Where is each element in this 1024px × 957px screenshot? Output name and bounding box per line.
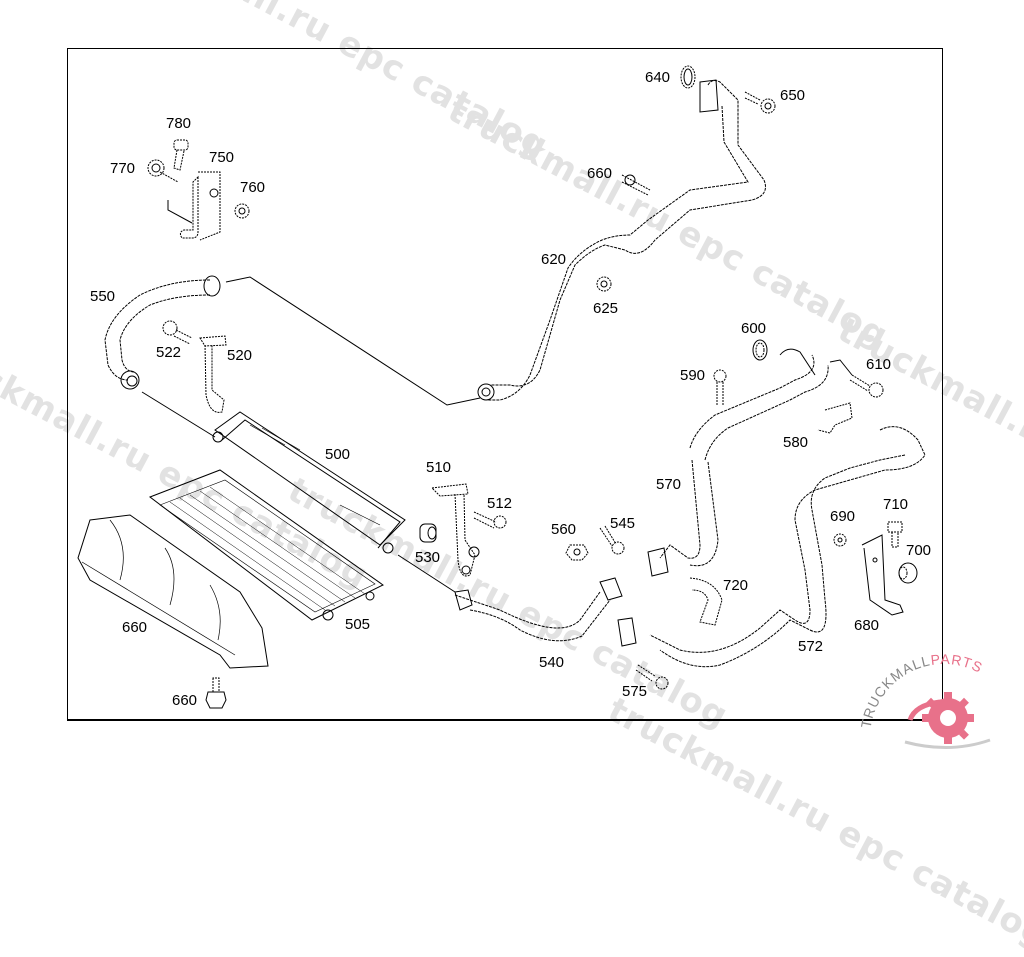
part-600-seal-ring[interactable]	[752, 339, 768, 361]
part-label: 580	[783, 434, 809, 451]
part-label: 550	[90, 288, 116, 305]
part-label: 505	[345, 616, 371, 633]
part-770-clamp[interactable]	[147, 159, 179, 183]
part-label: 710	[883, 496, 909, 513]
part-610-bolt[interactable]	[849, 374, 884, 398]
part-710-bolt[interactable]	[887, 521, 903, 548]
part-590-bolt[interactable]	[713, 369, 727, 405]
leader-line	[225, 276, 481, 406]
leader-line	[829, 359, 853, 376]
logo-text-accent: PARTS	[930, 651, 986, 676]
part-label: 560	[551, 521, 577, 538]
part-545-bolt[interactable]	[599, 525, 625, 555]
part-label: 780	[166, 115, 192, 132]
part-510-bracket[interactable]	[430, 483, 480, 577]
part-label: 660	[587, 165, 613, 182]
part-505-radiator[interactable]	[148, 469, 384, 621]
part-522-bolt[interactable]	[162, 320, 193, 345]
part-label: 610	[866, 356, 892, 373]
part-label: 570	[656, 476, 682, 493]
part-label: 680	[854, 617, 880, 634]
part-label: 572	[798, 638, 824, 655]
part-720-clamp[interactable]	[689, 577, 723, 626]
part-label: 575	[622, 683, 648, 700]
part-670-bolt[interactable]	[205, 677, 227, 709]
part-650-bolt[interactable]	[621, 174, 651, 196]
part-640-bolt[interactable]	[744, 91, 776, 114]
part-520-bracket[interactable]	[199, 335, 227, 413]
part-label: 545	[610, 515, 636, 532]
part-label: 625	[593, 300, 619, 317]
truckmall-parts-logo: TRUCKMALLPARTS	[860, 651, 991, 749]
leader-line	[141, 391, 216, 438]
part-label: 600	[741, 320, 767, 337]
gear-icon	[904, 692, 991, 749]
part-625-nut[interactable]	[596, 276, 612, 292]
part-label: 530	[415, 549, 441, 566]
part-660-air-duct[interactable]	[77, 514, 269, 669]
part-label: 690	[830, 508, 856, 525]
part-label: 760	[240, 179, 266, 196]
part-700-rubber-mount[interactable]	[898, 562, 918, 584]
leader-line	[397, 554, 456, 593]
part-620-pipe[interactable]	[477, 79, 766, 401]
part-500-oil-cooler[interactable]	[212, 411, 406, 554]
part-label: 720	[723, 577, 749, 594]
part-570-pipe[interactable]	[647, 348, 829, 577]
part-label: 522	[156, 344, 182, 361]
part-512-bolt[interactable]	[473, 511, 507, 529]
part-label: 660	[122, 619, 148, 636]
part-label: 750	[209, 149, 235, 166]
part-label: 500	[325, 446, 351, 463]
parts-drawing	[77, 65, 926, 709]
part-label: 650	[780, 87, 806, 104]
part-540-hose[interactable]	[397, 554, 623, 642]
part-label: 620	[541, 251, 567, 268]
part-760-nut[interactable]	[234, 203, 250, 219]
part-680-bracket[interactable]	[861, 534, 904, 616]
part-label: 512	[487, 495, 513, 512]
part-label: 510	[426, 459, 452, 476]
part-630-seal-ring[interactable]	[680, 65, 696, 89]
part-780-bolt[interactable]	[173, 139, 189, 171]
part-label: 540	[539, 654, 565, 671]
part-530-rubber-mount[interactable]	[419, 523, 437, 543]
part-560-nut[interactable]	[565, 544, 589, 561]
part-label: 700	[906, 542, 932, 559]
part-label: 520	[227, 347, 253, 364]
logo-text-main: TRUCKMALL	[860, 652, 932, 729]
part-label: 660	[172, 692, 198, 709]
part-572-pipe[interactable]	[617, 426, 926, 668]
part-690-nut[interactable]	[833, 533, 847, 547]
diagram-frame	[67, 48, 943, 721]
part-580-bracket[interactable]	[817, 402, 853, 434]
part-550-hose[interactable]	[104, 275, 221, 390]
part-label: 770	[110, 160, 136, 177]
part-575-bolt[interactable]	[635, 664, 669, 690]
part-label: 640	[645, 69, 671, 86]
part-label: 590	[680, 367, 706, 384]
part-750-bracket[interactable]	[167, 171, 221, 241]
